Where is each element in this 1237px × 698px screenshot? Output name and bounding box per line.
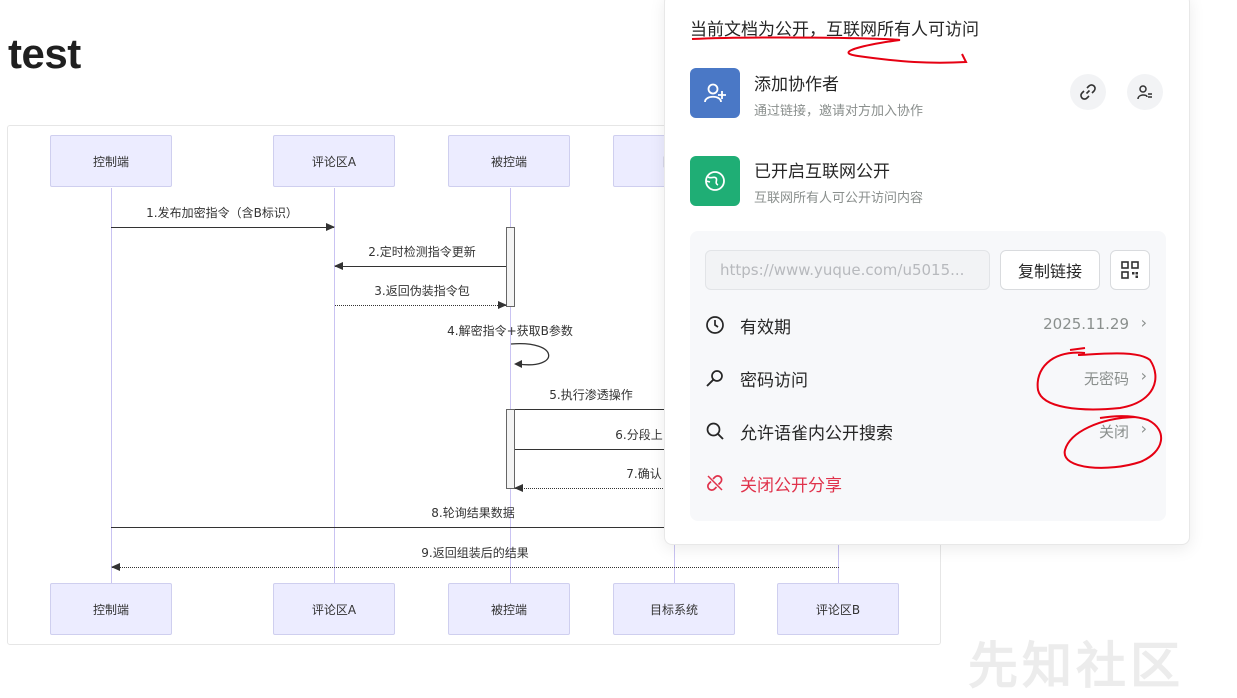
user-list-icon[interactable] — [1127, 74, 1163, 110]
globe-icon[interactable] — [690, 156, 740, 206]
key-icon — [705, 368, 725, 388]
message-label: 5.执行渗透操作 — [549, 388, 633, 402]
share-url-input[interactable]: https://www.yuque.com/u5015... — [705, 250, 990, 290]
chevron-right-icon: › — [1140, 419, 1147, 438]
setting-value: 2025.11.29 — [1043, 315, 1129, 333]
add-collaborator-title[interactable]: 添加协作者 — [754, 75, 839, 95]
message-label: 7.确认 — [626, 467, 662, 481]
setting-search[interactable]: 允许语雀内公开搜索 关闭 › — [705, 416, 1151, 446]
close-public-share-button[interactable]: 关闭公开分享 — [705, 468, 1151, 498]
public-status-title: 已开启互联网公开 — [754, 162, 890, 182]
message-arrow — [515, 449, 675, 450]
message-label: 3.返回伪装指令包 — [374, 284, 470, 298]
unlink-icon — [705, 473, 725, 493]
close-share-label: 关闭公开分享 — [740, 476, 842, 496]
lifeline-controller — [111, 188, 112, 586]
setting-label: 允许语雀内公开搜索 — [740, 424, 893, 444]
chevron-right-icon: › — [1140, 313, 1147, 332]
setting-password[interactable]: 密码访问 无密码 › — [705, 363, 1151, 393]
search-icon — [705, 421, 725, 441]
copy-link-button[interactable]: 复制链接 — [1000, 250, 1100, 290]
message-label: 2.定时检测指令更新 — [368, 245, 476, 259]
share-panel: 当前文档为公开，互联网所有人可访问 添加协作者 通过链接，邀请对方加入协作 已开… — [664, 0, 1190, 545]
setting-value: 无密码 — [1083, 370, 1129, 388]
message-label: 4.解密指令+获取B参数 — [447, 324, 573, 338]
message-arrow — [111, 223, 335, 231]
message-arrow — [111, 527, 675, 528]
lifeline-comment-a — [334, 188, 335, 586]
actor-comment-a-top: 评论区A — [273, 135, 395, 187]
add-collaborator-subtitle: 通过链接，邀请对方加入协作 — [754, 104, 924, 119]
message-label: 6.分段上 — [615, 428, 663, 442]
message-arrow — [515, 409, 675, 410]
actor-controller-bottom: 控制端 — [50, 583, 172, 635]
qrcode-icon[interactable] — [1110, 250, 1150, 290]
message-arrow — [335, 301, 507, 309]
clock-icon — [705, 315, 725, 335]
setting-expiry[interactable]: 有效期 2025.11.29 › — [705, 310, 1151, 340]
message-label: 1.发布加密指令（含B标识） — [146, 206, 298, 220]
chevron-right-icon: › — [1140, 366, 1147, 385]
activation-bar — [506, 409, 515, 489]
actor-comment-b-bottom: 评论区B — [777, 583, 899, 635]
add-user-icon[interactable] — [690, 68, 740, 118]
link-icon[interactable] — [1070, 74, 1106, 110]
message-label: 9.返回组装后的结果 — [421, 546, 529, 560]
actor-comment-a-bottom: 评论区A — [273, 583, 395, 635]
actor-controlled-bottom: 被控端 — [448, 583, 570, 635]
share-settings-box: https://www.yuque.com/u5015... 复制链接 有效期 … — [690, 231, 1166, 521]
setting-value: 关闭 — [1098, 423, 1129, 441]
activation-bar — [506, 227, 515, 307]
watermark: 先知社区 — [968, 637, 1184, 695]
public-notice: 当前文档为公开，互联网所有人可访问 — [690, 20, 979, 40]
lifeline-controlled — [510, 188, 511, 586]
message-label: 8.轮询结果数据 — [431, 506, 515, 520]
actor-target-bottom: 目标系统 — [613, 583, 735, 635]
page-title: test — [8, 30, 81, 77]
message-arrow — [334, 262, 506, 270]
self-loop-arrow — [510, 343, 550, 368]
actor-controlled-top: 被控端 — [448, 135, 570, 187]
message-arrow — [111, 563, 839, 571]
public-status-subtitle: 互联网所有人可公开访问内容 — [754, 191, 924, 206]
message-arrow — [514, 484, 675, 492]
setting-label: 有效期 — [740, 318, 791, 338]
actor-controller-top: 控制端 — [50, 135, 172, 187]
setting-label: 密码访问 — [740, 371, 808, 391]
